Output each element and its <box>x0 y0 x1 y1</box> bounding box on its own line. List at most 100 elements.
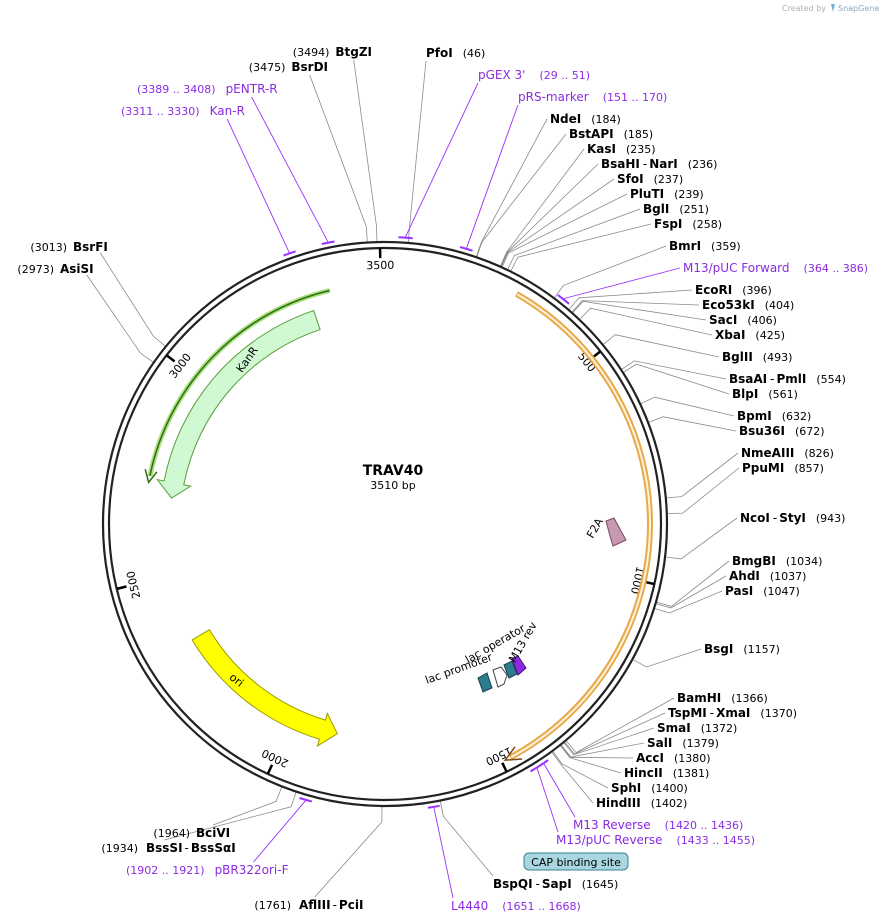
enzyme-site-asisi: (2973)AsiSI <box>17 262 93 276</box>
enzyme-name-bsu36i: Bsu36I <box>739 424 785 438</box>
enzyme-name-bsahi: BsaHI <box>601 157 640 171</box>
enzyme-pos-bsgi: (1157) <box>743 643 780 656</box>
leader-bsahi <box>500 163 599 267</box>
backbone-outer <box>101 240 669 808</box>
primer-leader-pentr <box>251 96 329 242</box>
enzyme-site-nmeaiii: NmeAIII(826) <box>741 446 834 460</box>
leader-ppumi <box>667 467 740 514</box>
primer-mark-pbr322ori <box>299 797 313 803</box>
enzyme-pos-acci: (1380) <box>674 752 711 765</box>
enzyme-dash-bssi: - <box>185 841 189 855</box>
m13-rev-arrow <box>511 655 527 676</box>
leader-nmeaiii <box>666 452 739 499</box>
enzyme-site-smai: SmaI(1372) <box>657 721 737 735</box>
enzyme-pos-pasi: (1047) <box>763 585 800 598</box>
enzyme-pos-blpi: (561) <box>768 388 798 401</box>
enzyme-name-aflIII: AflIII <box>299 898 331 912</box>
enzyme-pos-bstapi: (185) <box>624 128 654 141</box>
enzyme-pos-pluti: (239) <box>674 188 704 201</box>
enzyme-name-bpmi: BpmI <box>737 409 772 423</box>
enzyme-site-bcivi: (1964)BciVI <box>153 826 230 840</box>
primer-name-prsmarker: pRS-marker <box>518 90 589 104</box>
leader-fspi <box>510 223 652 271</box>
enzyme-site-bgli: BglI(251) <box>643 202 709 216</box>
enzyme-site-sfoi: SfoI(237) <box>617 172 683 186</box>
primer-pentr: (3389 .. 3408)pENTR-R <box>137 82 278 96</box>
enzyme-site-kasi: KasI(235) <box>587 142 656 156</box>
enzyme-name2-bssi: BssSαI <box>191 841 236 855</box>
primer-marks <box>283 236 570 809</box>
snapgene-credit: Created by SnapGene <box>782 4 879 13</box>
enzyme-pos-ppumi: (857) <box>794 462 824 475</box>
leader-bpmi <box>640 396 735 417</box>
enzyme-name-bmgbi: BmgBI <box>732 554 776 568</box>
primer-pgex3: pGEX 3'(29 .. 51) <box>478 68 590 82</box>
primer-range-m13rev_p: (1420 .. 1436) <box>665 819 744 832</box>
enzyme-site-hincii: HincII (1381) <box>624 766 709 780</box>
leader-bsu36i <box>648 416 737 432</box>
leader-lines <box>86 59 740 899</box>
enzyme-site-bpmi: BpmI (632) <box>737 409 811 423</box>
enzyme-name2-ncoi: StyI <box>779 511 806 525</box>
enzyme-pos-xbai: (425) <box>755 329 785 342</box>
enzyme-name-sali: SalI <box>647 736 672 750</box>
enzyme-pos-sali: (1379) <box>682 737 719 750</box>
credit-brand: SnapGene <box>838 4 879 13</box>
enzyme-site-aflIII: (1761)AflIII - PciI <box>254 898 363 912</box>
tick-label-3500: 3500 <box>366 259 394 272</box>
enzyme-name-bcivi: BciVI <box>196 826 230 840</box>
tick-label-2000: 2000 <box>260 746 291 770</box>
enzyme-site-bglii: BglII(493) <box>722 350 792 364</box>
primer-leader-kanr_p <box>226 118 290 253</box>
enzyme-pos-kasi: (235) <box>626 143 656 156</box>
enzyme-name-bmri: BmrI <box>669 239 701 253</box>
enzyme-site-bmgbi: BmgBI(1034) <box>732 554 822 568</box>
enzyme-pos-bglii: (493) <box>763 351 793 364</box>
leader-ahdi <box>656 575 727 609</box>
enzyme-name-ppumi: PpuMI <box>742 461 784 475</box>
leader-pluti <box>502 193 628 267</box>
leader-aflIII <box>314 806 383 898</box>
enzyme-name-hincii: HincII <box>624 766 663 780</box>
leader-bmgbi <box>656 560 730 607</box>
enzyme-site-sali: SalI (1379) <box>647 736 719 750</box>
primer-range-m13puc_fwd: (364 .. 386) <box>804 262 869 275</box>
leader-ndei <box>476 118 548 257</box>
enzyme-dash-ncoi: - <box>773 511 777 525</box>
leader-smai <box>563 727 655 756</box>
primer-name-m13puc_rev: M13/pUC Reverse <box>556 833 663 847</box>
enzyme-site-bstapi: BstAPI(185) <box>569 127 653 141</box>
enzyme-pos-saci: (406) <box>747 314 777 327</box>
enzyme-site-acci: AccI(1380) <box>636 751 711 765</box>
primer-name-pgex3: pGEX 3' <box>478 68 525 82</box>
leader-hincii <box>560 745 622 774</box>
enzyme-pos-ahdi: (1037) <box>770 570 807 583</box>
primer-mark-prsmarker <box>459 246 473 252</box>
leader-bspqi <box>440 801 494 877</box>
lac-promoter-box <box>477 672 493 693</box>
primer-range-m13puc_rev: (1433 .. 1455) <box>677 834 756 847</box>
cap-box <box>523 852 629 871</box>
primer-mark-l4440 <box>427 804 440 809</box>
snapgene-logo-icon <box>831 4 835 12</box>
enzyme-name-bsaai: BsaAI <box>729 372 767 386</box>
enzyme-dash-bspqi: - <box>536 877 540 891</box>
enzyme-dash-bsahi: - <box>643 157 647 171</box>
enzyme-name-bssi: BssSI <box>146 841 183 855</box>
enzyme-site-bsu36i: Bsu36I(672) <box>739 424 825 438</box>
enzyme-pos-bsahi: (236) <box>688 158 718 171</box>
enzyme-name-xbai: XbaI <box>715 328 745 342</box>
enzyme-pos-bpmi: (632) <box>782 410 812 423</box>
enzyme-name2-tspmi: XmaI <box>716 706 750 720</box>
enzyme-pos-bgli: (251) <box>679 203 709 216</box>
primer-l4440: L4440(1651 .. 1668) <box>451 899 581 913</box>
enzyme-name-bspqi: BspQI <box>493 877 533 891</box>
primer-range-prsmarker: (151 .. 170) <box>603 91 668 104</box>
enzyme-pos-bsrdi: (3475) <box>249 61 286 74</box>
feature-kanr: KanR <box>156 309 321 499</box>
kanr-orf-line <box>149 289 330 477</box>
leader-bsaai <box>621 360 727 380</box>
enzyme-pos-hincii: (1381) <box>673 767 710 780</box>
enzyme-site-tspmi: TspMI - XmaI(1370) <box>668 706 797 720</box>
